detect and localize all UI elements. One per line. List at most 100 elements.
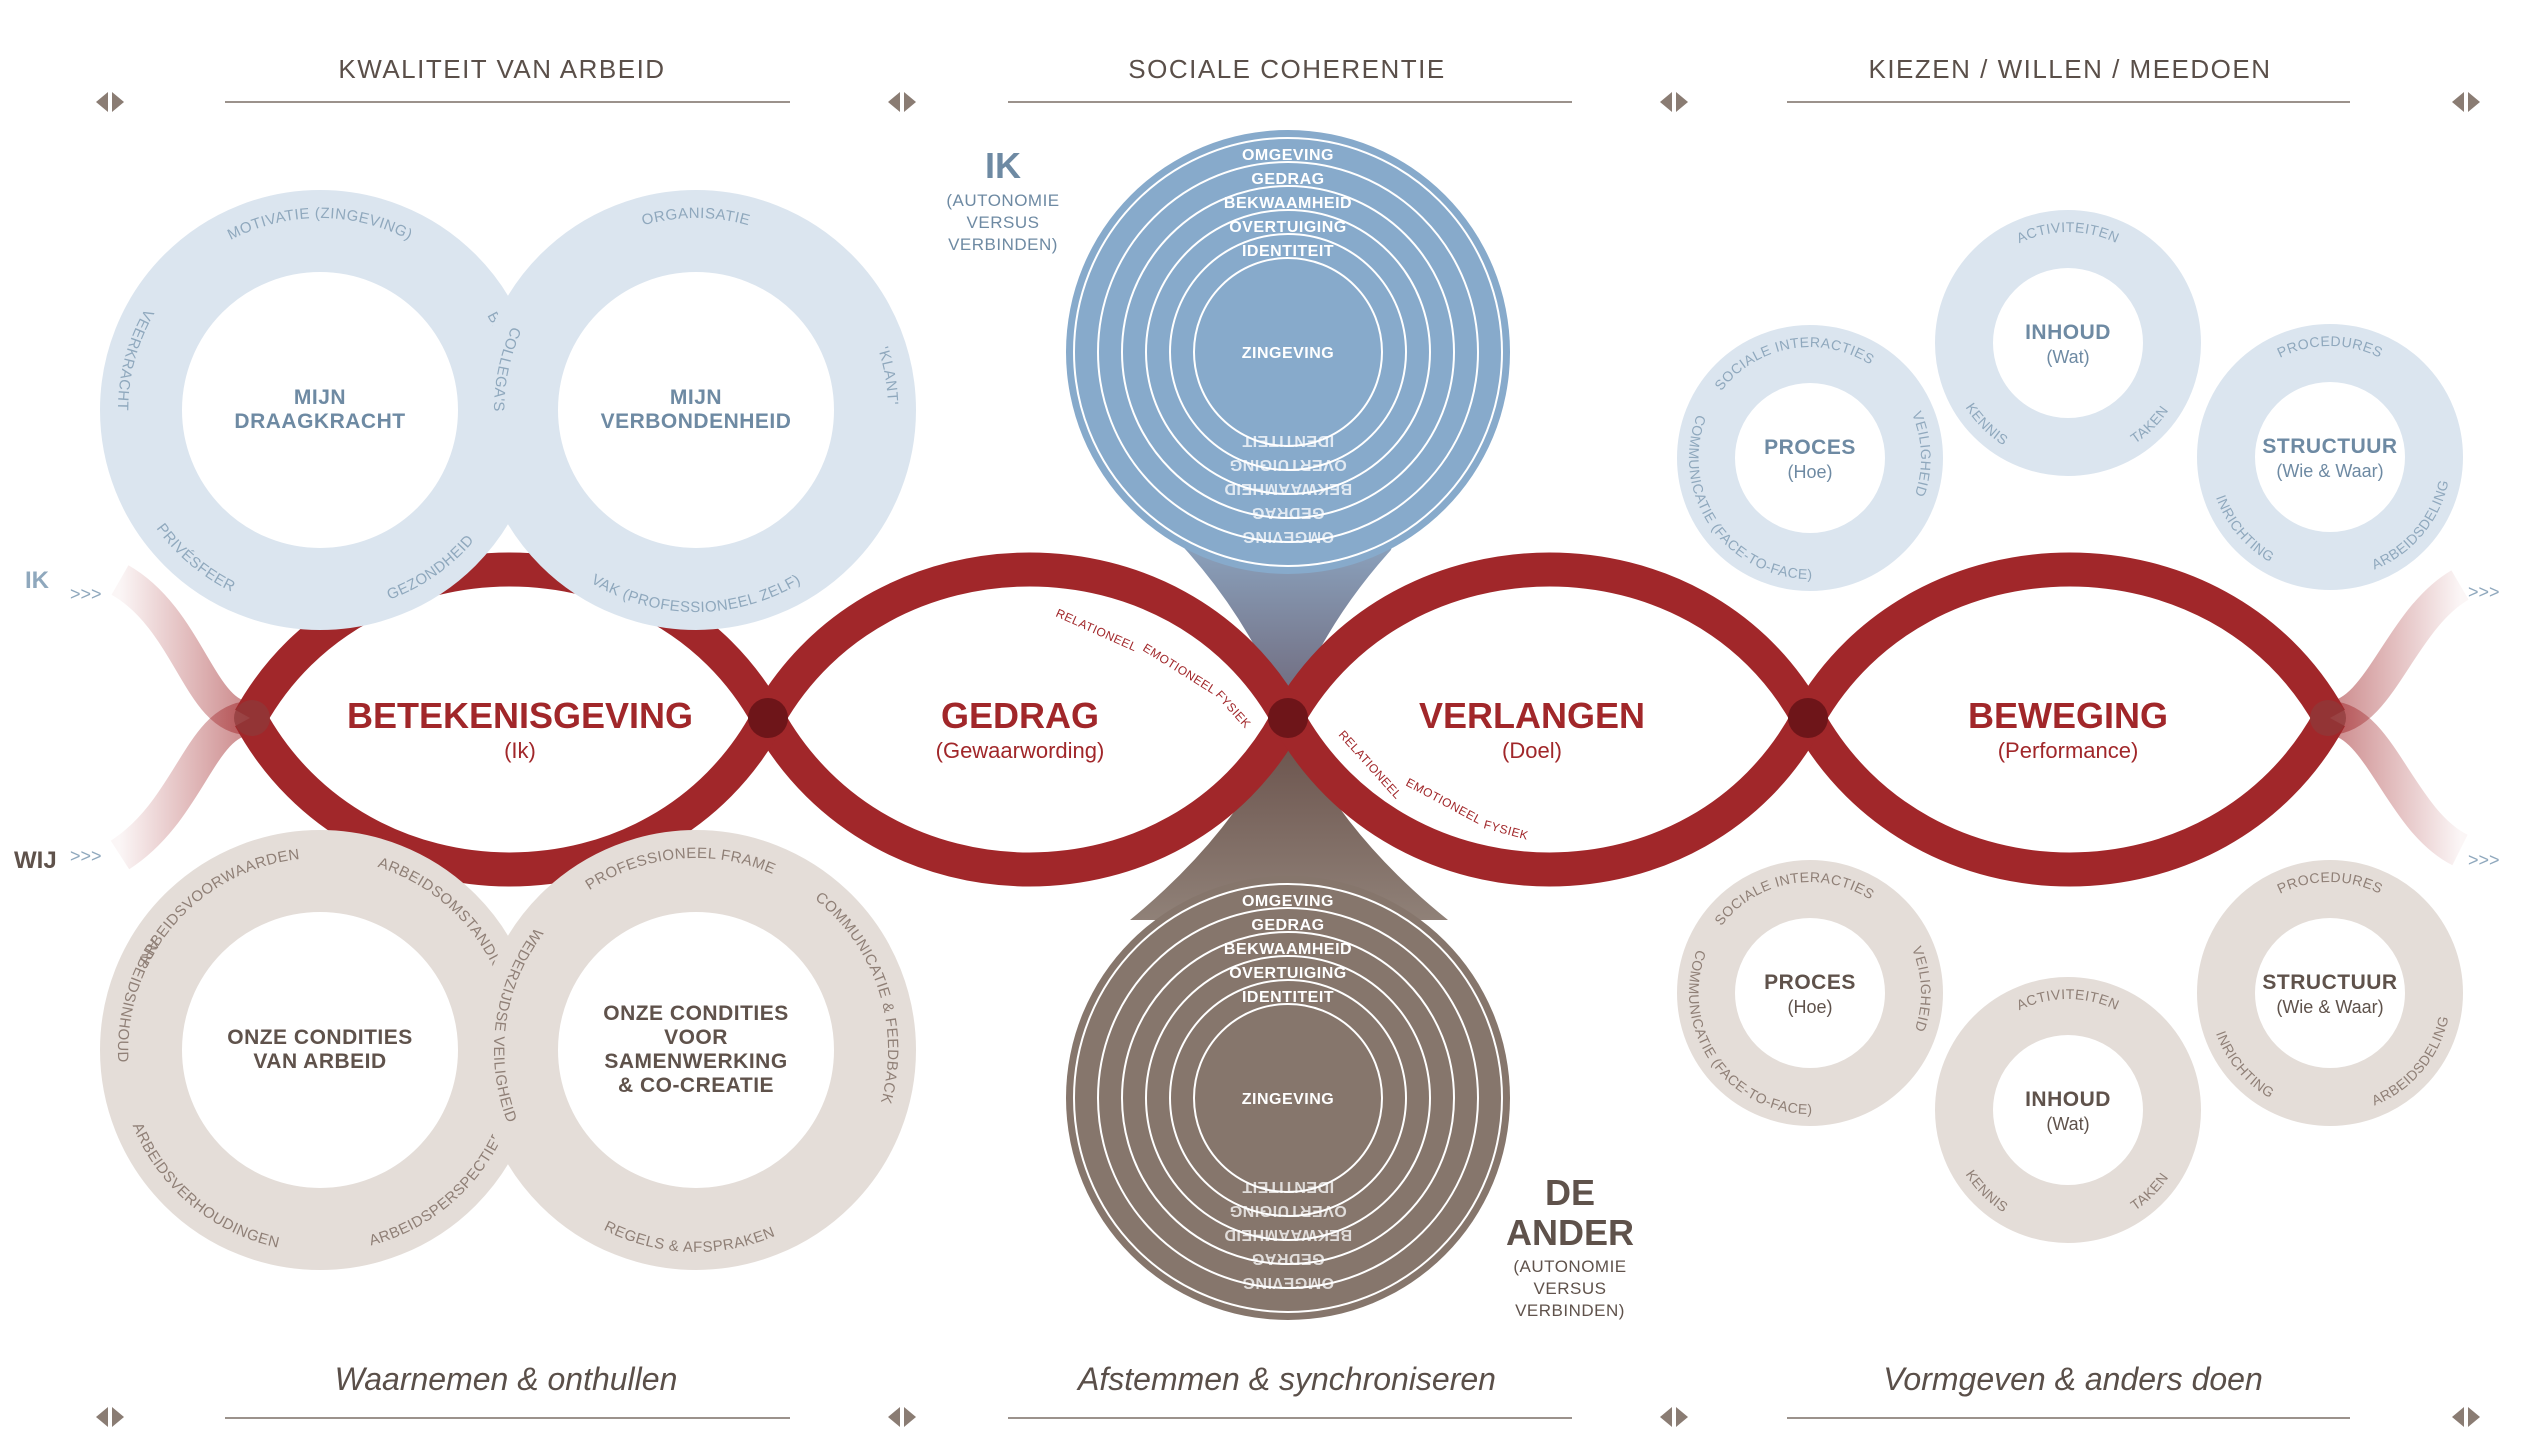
ring-band <box>1935 210 2201 476</box>
left-right-arrow-icon[interactable] <box>888 92 916 112</box>
footer-right-text: Vormgeven & anders doen <box>1883 1361 2263 1397</box>
footer-center-text: Afstemmen & synchroniseren <box>1076 1361 1496 1397</box>
ring-title: MIJN <box>294 386 346 409</box>
chevron-right-icon: >>> <box>2468 582 2500 602</box>
ik-sub1: (AUTONOMIE <box>946 191 1059 210</box>
wave-label-gedrag: GEDRAG (Gewaarwording) <box>936 695 1105 763</box>
ring-title: VOOR <box>664 1026 728 1049</box>
ring-subtitle: (Hoe) <box>1787 997 1832 1017</box>
ring-title: INHOUD <box>2025 1088 2111 1111</box>
wave-label-betekenisgeving: BETEKENISGEVING (Ik) <box>347 695 693 763</box>
ring-band <box>1935 977 2201 1243</box>
onion-layer-ring <box>1121 185 1455 519</box>
label-emotioneel: EMOTIONEEL <box>1140 641 1218 697</box>
de-ander-title2: ANDER <box>1506 1212 1634 1253</box>
label-fysiek: FYSIEK <box>1482 817 1530 842</box>
ring-subtitle: (Wie & Waar) <box>2276 461 2383 481</box>
ik-sub3: VERBINDEN) <box>948 235 1058 254</box>
left-right-arrow-icon[interactable] <box>2452 1407 2480 1427</box>
left-right-arrow-icon[interactable] <box>96 92 124 112</box>
verlangen-sub: (Doel) <box>1502 738 1562 763</box>
onion-layer-label: IDENTITEIT <box>1242 989 1334 1006</box>
betekenisgeving-sub: (Ik) <box>504 738 536 763</box>
onion-layer-label-mirrored: OVERTUIGING <box>1229 1202 1347 1219</box>
onion-disc <box>1066 130 1510 574</box>
left-right-arrow-icon[interactable] <box>2452 92 2480 112</box>
onion-layer-label: GEDRAG <box>1251 171 1324 188</box>
de-ander-sub3: VERBINDEN) <box>1515 1301 1625 1320</box>
ring-verbondenheid: ORGANISATIE'KLANT'VAK (PROFESSIONEEL ZEL… <box>476 190 916 630</box>
onion-layer-label-mirrored: OVERTUIGING <box>1229 456 1347 473</box>
ring-subtitle: (Wat) <box>2046 347 2089 367</box>
onion-layer-label-mirrored: BEKWAAMHEID <box>1224 480 1352 497</box>
ring-band <box>476 830 916 1270</box>
onion-layer-ring <box>1121 931 1455 1265</box>
onion-disc <box>1066 876 1510 1320</box>
left-right-arrow-icon[interactable] <box>1660 1407 1688 1427</box>
onion-de-ander: OMGEVINGOMGEVINGGEDRAGGEDRAGBEKWAAMHEIDB… <box>1066 876 1510 1320</box>
left-right-arrow-icon[interactable] <box>96 1407 124 1427</box>
onion-layer-label-mirrored: BEKWAAMHEID <box>1224 1226 1352 1243</box>
onion-layer-label-mirrored: GEDRAG <box>1251 504 1324 521</box>
ring-proces-bottom: SOCIALE INTERACTIESVEILIGHEIDCOMMUNICATI… <box>1677 860 1943 1126</box>
ring-title: INHOUD <box>2025 321 2111 344</box>
ring-title: PROCES <box>1764 971 1856 994</box>
onion-layer-ring <box>1073 883 1503 1313</box>
de-ander-label: DE ANDER (AUTONOMIE VERSUS VERBINDEN) <box>1506 1172 1634 1320</box>
ik-title: IK <box>985 145 1021 186</box>
ring-band <box>2197 324 2463 590</box>
ring-title: & CO-CREATIE <box>618 1074 774 1097</box>
ring-band <box>1677 325 1943 591</box>
onion-center-label: ZINGEVING <box>1242 345 1335 362</box>
ring-subtitle: (Wie & Waar) <box>2276 997 2383 1017</box>
footer-left-text: Waarnemen & onthullen <box>335 1361 678 1397</box>
de-ander-sub2: VERSUS <box>1534 1279 1607 1298</box>
footer-left: Waarnemen & onthullen <box>225 1361 790 1419</box>
header-left-text: KWALITEIT VAN ARBEID <box>338 54 665 84</box>
wave-label-beweging: BEWEGING (Performance) <box>1968 695 2168 763</box>
onion-layer-label: OMGEVING <box>1242 147 1334 164</box>
onion-layer-label: IDENTITEIT <box>1242 243 1334 260</box>
label-relationeel: RELATIONEEL <box>1054 606 1139 654</box>
gedrag-title: GEDRAG <box>941 695 1099 736</box>
onion-layer-ring <box>1193 1003 1383 1193</box>
onion-layer-label-mirrored: IDENTITEIT <box>1242 1178 1334 1195</box>
onion-layer-label-mirrored: OMGEVING <box>1242 1274 1334 1291</box>
side-label-wij: WIJ <box>14 847 57 874</box>
onion-center-label: ZINGEVING <box>1242 1091 1335 1108</box>
onion-layer-ring <box>1073 137 1503 567</box>
onion-layer-label-mirrored: GEDRAG <box>1251 1250 1324 1267</box>
beweging-sub: (Performance) <box>1998 738 2139 763</box>
onion-layer-label-mirrored: IDENTITEIT <box>1242 432 1334 449</box>
chevron-right-icon: >>> <box>2468 850 2500 870</box>
footer-right: Vormgeven & anders doen <box>1787 1361 2350 1419</box>
onion-layer-ring <box>1097 161 1479 543</box>
chevron-right-icon: >>> <box>70 846 102 866</box>
onion-layer-ring <box>1169 979 1407 1217</box>
onion-ik: OMGEVINGOMGEVINGGEDRAGGEDRAGBEKWAAMHEIDB… <box>1066 130 1510 574</box>
ring-proces-top: SOCIALE INTERACTIESVEILIGHEIDCOMMUNICATI… <box>1677 325 1943 591</box>
wave-label-verlangen: VERLANGEN (Doel) <box>1419 695 1645 763</box>
ring-subtitle: (Hoe) <box>1787 462 1832 482</box>
verlangen-title: VERLANGEN <box>1419 695 1645 736</box>
left-right-arrow-icon[interactable] <box>1660 92 1688 112</box>
header-center: SOCIALE COHERENTIE <box>1008 54 1572 103</box>
onion-layer-ring <box>1097 907 1479 1289</box>
ring-subtitle: (Wat) <box>2046 1114 2089 1134</box>
header-left: KWALITEIT VAN ARBEID <box>225 54 790 103</box>
onion-layer-label: GEDRAG <box>1251 917 1324 934</box>
onion-layer-label: BEKWAAMHEID <box>1224 195 1352 212</box>
ring-title: VAN ARBEID <box>253 1050 386 1073</box>
header-right-text: KIEZEN / WILLEN / MEEDOEN <box>1868 54 2271 84</box>
ring-title: MIJN <box>670 386 722 409</box>
ring-title: ONZE CONDITIES <box>603 1002 789 1025</box>
ring-band <box>1677 860 1943 1126</box>
left-right-arrow-icon[interactable] <box>888 1407 916 1427</box>
ring-title: VERBONDENHEID <box>601 410 792 433</box>
